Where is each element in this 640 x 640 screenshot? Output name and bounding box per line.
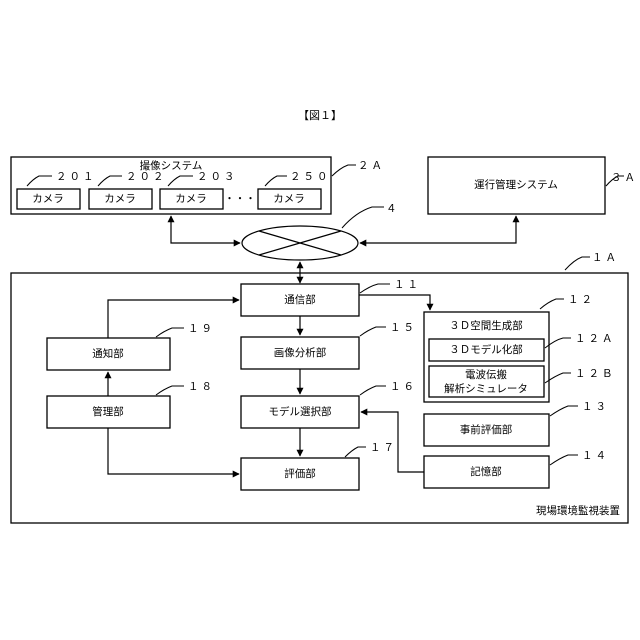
space-gen-label: ３Ｄ空間生成部 [449,319,523,332]
management-ref: １８ [188,381,215,393]
network-ref: ４ [386,203,400,215]
management-label: 管理部 [92,405,124,418]
pre-eval-label: 事前評価部 [460,423,513,436]
model-select-label: モデル選択部 [269,405,332,418]
connector-operation-network [360,216,516,243]
pre-eval-ref: １３ [582,401,609,413]
figure-title: 【図１】 [298,109,342,122]
camera-ellipsis: ・・・ [224,193,256,205]
camera-label-202: カメラ [104,193,136,205]
camera-label-250: カメラ [273,193,305,205]
camera-label-201: カメラ [32,193,64,205]
notification-label: 通知部 [92,347,124,360]
modeling-ref: １２Ａ [575,333,616,345]
simulator-label-line1: 電波伝搬 [465,368,507,381]
network-icon [242,226,358,260]
evaluation-label: 評価部 [284,467,316,480]
communication-ref: １１ [394,279,421,291]
connector-imaging-network [171,216,240,243]
connector-communication-spacegen [359,295,430,310]
evaluation-ref: １７ [370,442,397,454]
imaging-system-ref: ２Ａ [358,160,385,172]
image-analysis-ref: １５ [390,322,417,334]
connector-management-evaluation [108,428,239,474]
image-analysis-label: 画像分析部 [274,346,327,359]
connector-notification-communication [108,300,239,338]
simulator-ref: １２Ｂ [575,368,616,380]
space-gen-ref: １２ [568,294,595,306]
camera-label-203: カメラ [175,193,207,205]
camera-ref-201: ２０１ [56,171,97,183]
device-ref: １Ａ [592,252,619,264]
simulator-label-line2: 解析シミュレータ [444,382,528,395]
camera-ref-202: ２０２ [126,171,167,183]
operation-system-label: 運行管理システム [474,178,558,191]
notification-ref: １９ [188,323,215,335]
operation-system-ref: ３Ａ [611,172,638,184]
device-label: 現場環境監視装置 [536,504,620,517]
camera-ref-203: ２０３ [197,171,238,183]
model-select-ref: １６ [390,381,417,393]
communication-label: 通信部 [284,293,316,306]
modeling-label: ３Ｄモデル化部 [449,343,523,356]
storage-label: 記憶部 [470,465,502,478]
storage-ref: １４ [582,450,609,462]
camera-ref-250: ２５０ [290,171,331,183]
